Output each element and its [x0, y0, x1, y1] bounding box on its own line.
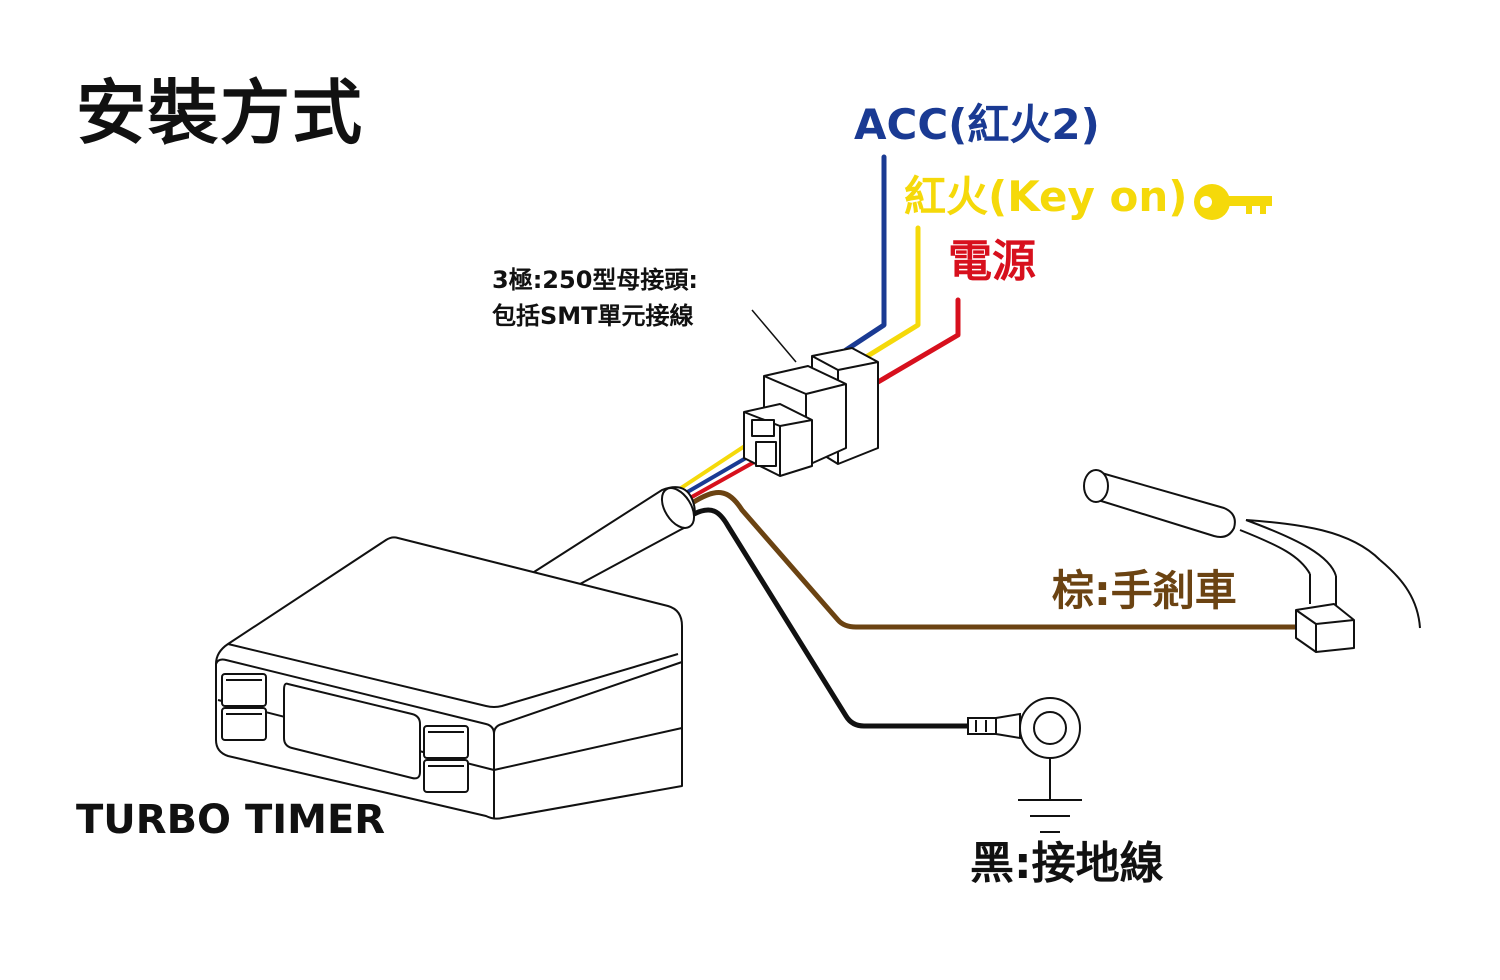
upper-wires: [843, 154, 961, 385]
ground-wire: [692, 507, 970, 729]
brake-switch-icon: [1295, 603, 1355, 653]
page-title: 安裝方式: [76, 72, 364, 154]
power-wire: [875, 297, 961, 385]
brake-wire-label: 棕:手剎車: [1052, 566, 1237, 615]
handbrake-icon: [1083, 469, 1421, 629]
key-on-wire: [863, 225, 921, 360]
unit-cable: [533, 486, 696, 585]
connector-icon: [743, 347, 879, 477]
connector-label-line1: 3極:250型母接頭:: [492, 266, 698, 294]
acc-wire: [843, 154, 887, 353]
power-wire-label: 電源: [948, 236, 1036, 287]
ring-terminal-icon: [967, 697, 1081, 759]
turbo-timer-unit-icon: [215, 536, 683, 820]
key-on-wire-label: 紅火(Key on): [904, 172, 1188, 221]
connector-leader: [751, 309, 797, 363]
connector-label-line2: 包括SMT單元接線: [492, 302, 694, 330]
product-name: TURBO TIMER: [76, 797, 386, 843]
ground-symbol-icon: [1018, 758, 1082, 833]
acc-wire-label: ACC(紅火2): [854, 100, 1100, 149]
key-icon: [1194, 184, 1272, 220]
brake-wire: [690, 490, 1306, 630]
ground-wire-label: 黑:接地線: [970, 838, 1164, 889]
